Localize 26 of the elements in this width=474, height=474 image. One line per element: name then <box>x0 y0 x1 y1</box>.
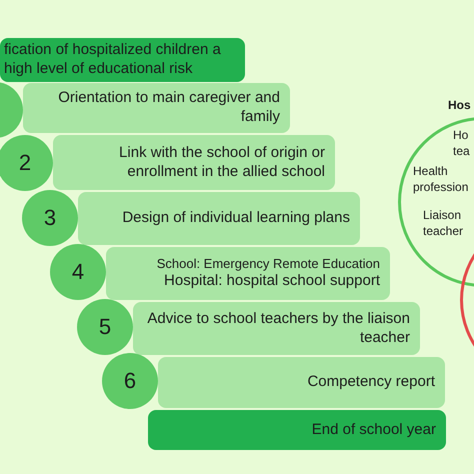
step-text: Advice to school teachers by the liaison teacher <box>146 310 410 348</box>
step-text: Orientation to main caregiver and family <box>57 89 280 127</box>
step-text: Competency report <box>307 373 435 392</box>
circle-title: Hos <box>448 98 471 114</box>
step-text: School: Emergency Remote Education <box>156 256 380 272</box>
step-banner <box>0 38 245 82</box>
step-number-circle: 6 <box>102 353 158 409</box>
step-bar <box>133 302 420 355</box>
step-number-circle: 3 <box>22 190 78 246</box>
step-bar <box>106 247 390 300</box>
role-label: Ho tea <box>453 128 471 160</box>
step-text: Link with the school of origin or enrollment in the allied school <box>118 144 325 182</box>
role-label: Health profession <box>413 164 470 196</box>
step-bar <box>23 83 290 133</box>
step-number-circle: 2 <box>0 135 53 191</box>
step-number-circle: 4 <box>50 244 106 300</box>
step-text: Design of individual learning plans <box>122 209 350 228</box>
step-number-circle: 5 <box>77 299 133 355</box>
step-text: End of school year <box>312 420 436 440</box>
step-bar <box>53 135 335 190</box>
step-banner <box>148 410 446 450</box>
step-bar <box>158 357 445 408</box>
step-text: fication of hospitalized children a high level of educational risk <box>4 41 222 79</box>
step-text: Hospital: hospital school support <box>164 272 380 291</box>
role-label: Liaison teacher <box>423 208 464 240</box>
step-bar <box>78 192 360 245</box>
